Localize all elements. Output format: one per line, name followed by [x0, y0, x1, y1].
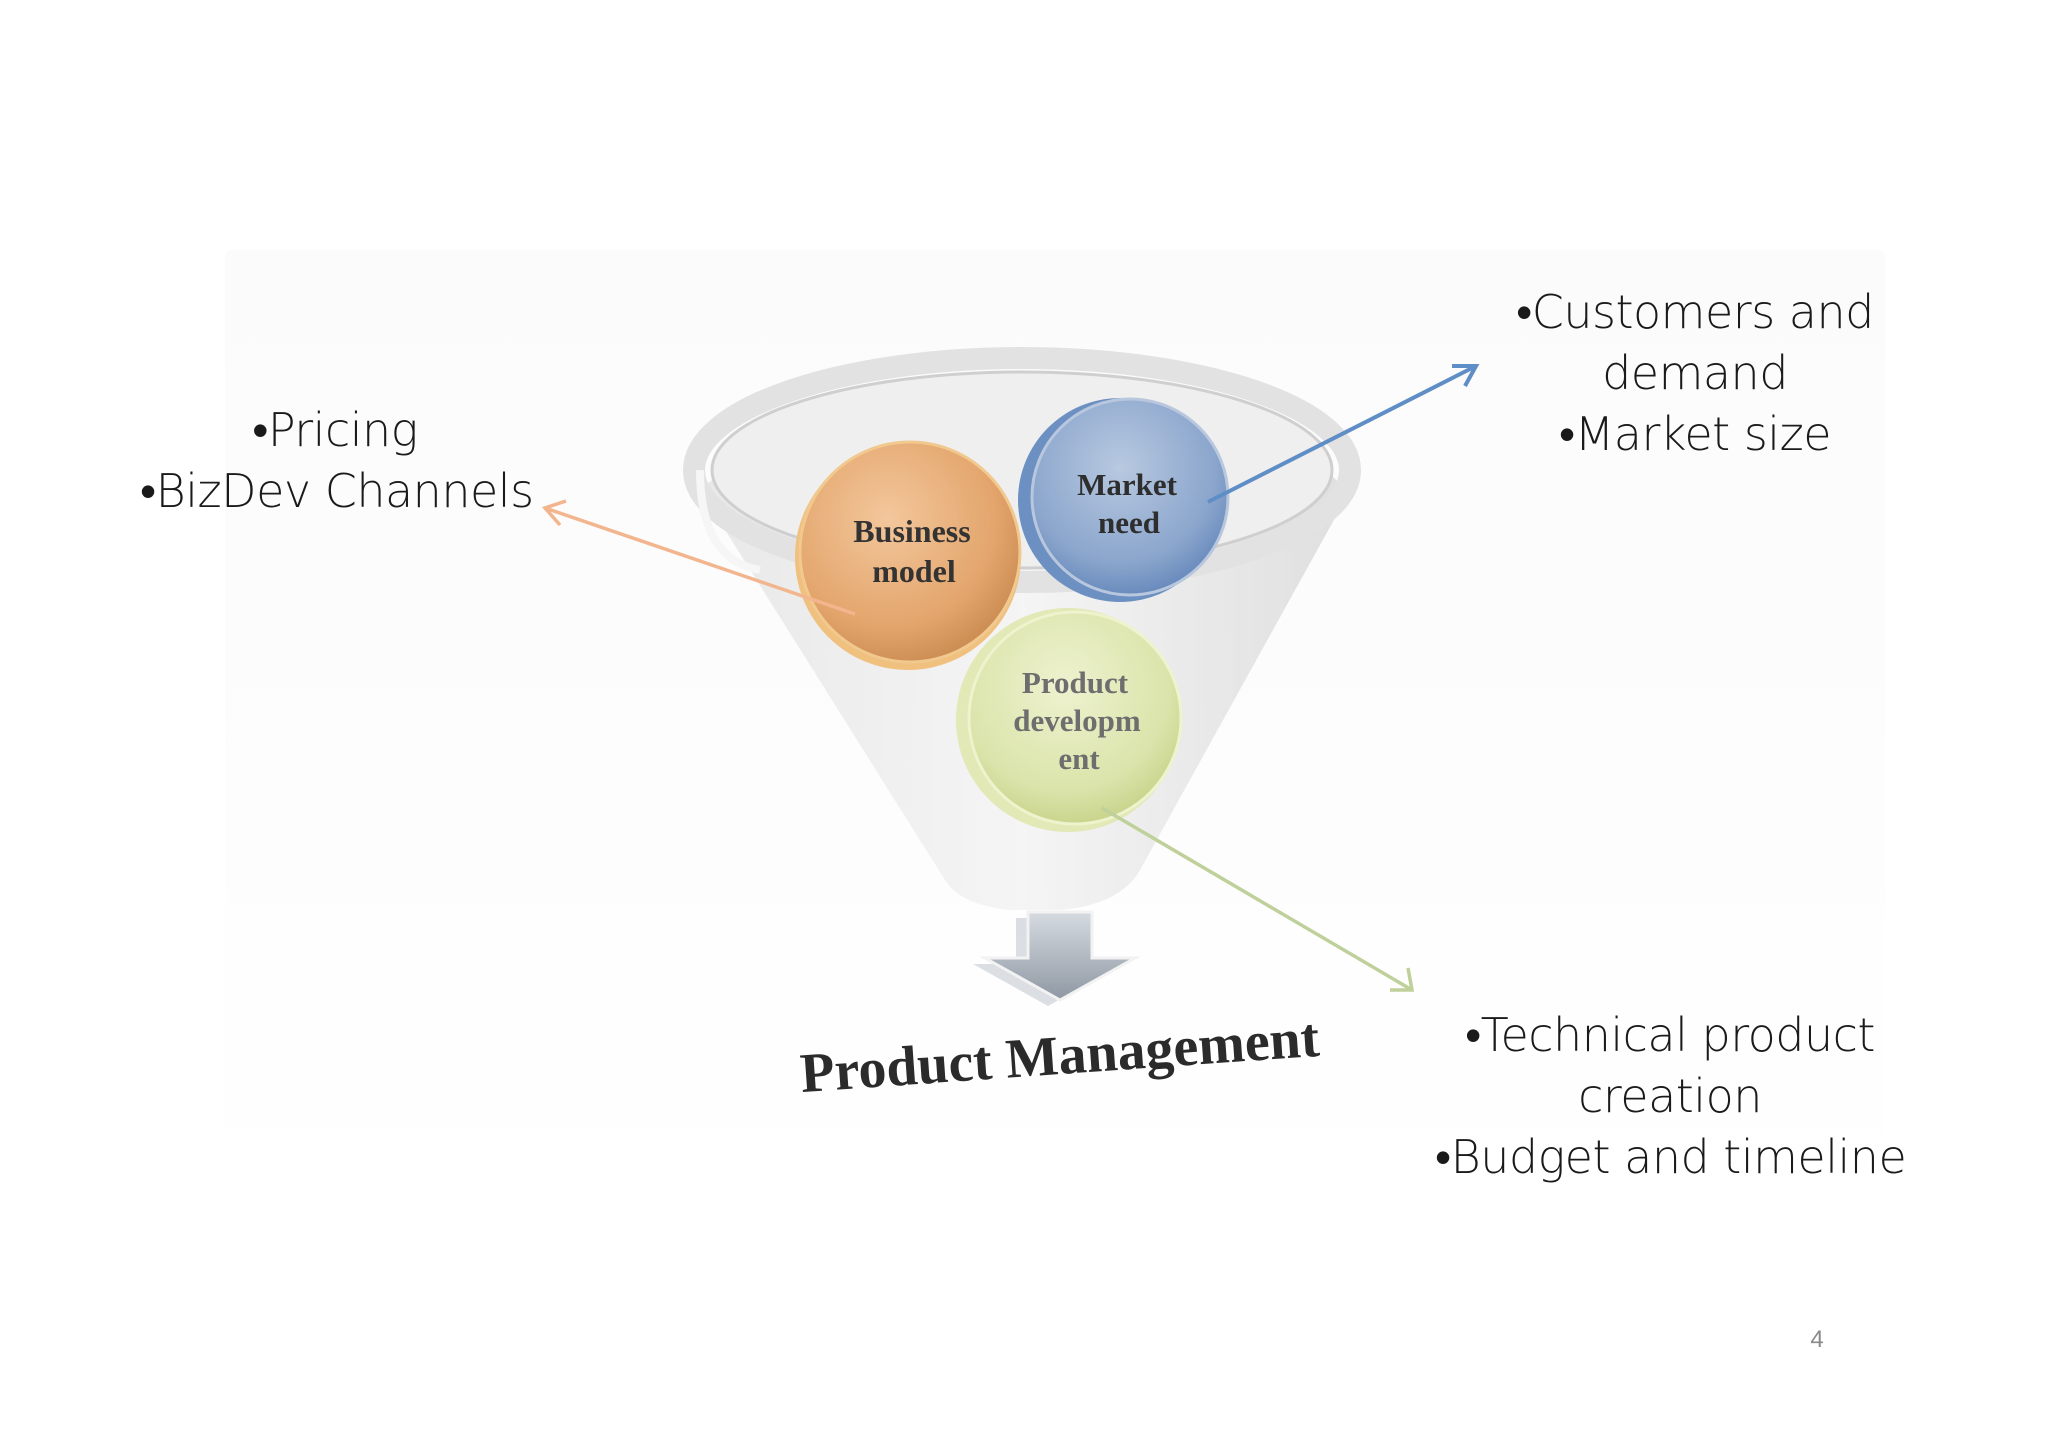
product-development-label-line2: developm: [1013, 703, 1141, 738]
funnel-rim-outer: [683, 347, 1361, 593]
note-technical-line1: •Technical product: [1465, 1008, 1875, 1062]
note-pricing: •Pricing: [252, 403, 418, 457]
business-model-label-line1: Business: [853, 513, 970, 549]
down-arrow-icon: [973, 910, 1141, 1006]
page-number: 4: [1810, 1326, 1824, 1353]
market-need-label-line1: Market: [1077, 467, 1178, 502]
note-bizdev-channels: •BizDev Channels: [140, 464, 534, 518]
product-management-caption: Product Management: [798, 1007, 1321, 1105]
circle-product-development: Product developm ent: [956, 608, 1183, 832]
note-market-size: •Market size: [1558, 407, 1832, 461]
right-top-notes: •Customers and demand •Market size: [1500, 282, 1890, 465]
left-notes: •Pricing •BizDev Channels: [140, 400, 534, 522]
note-technical-line2: creation: [1578, 1069, 1762, 1123]
right-bottom-notes: •Technical product creation •Budget and …: [1435, 1005, 1907, 1188]
circle-market-need: Market need: [1018, 397, 1230, 602]
note-budget-timeline: •Budget and timeline: [1435, 1130, 1907, 1184]
arrow-to-right-top-notes: [1207, 364, 1480, 504]
note-customers-line1: •Customers and: [1516, 285, 1874, 339]
arrow-to-right-bottom-notes: [1101, 806, 1415, 992]
market-need-label-line2: need: [1098, 505, 1160, 540]
product-development-label-line1: Product: [1022, 665, 1129, 700]
note-customers-line2: demand: [1602, 346, 1788, 400]
product-development-label-line3: ent: [1058, 741, 1100, 776]
business-model-label-line2: model: [872, 553, 956, 589]
circle-business-model: Business model: [795, 440, 1022, 670]
arrow-to-left-notes: [541, 499, 856, 616]
